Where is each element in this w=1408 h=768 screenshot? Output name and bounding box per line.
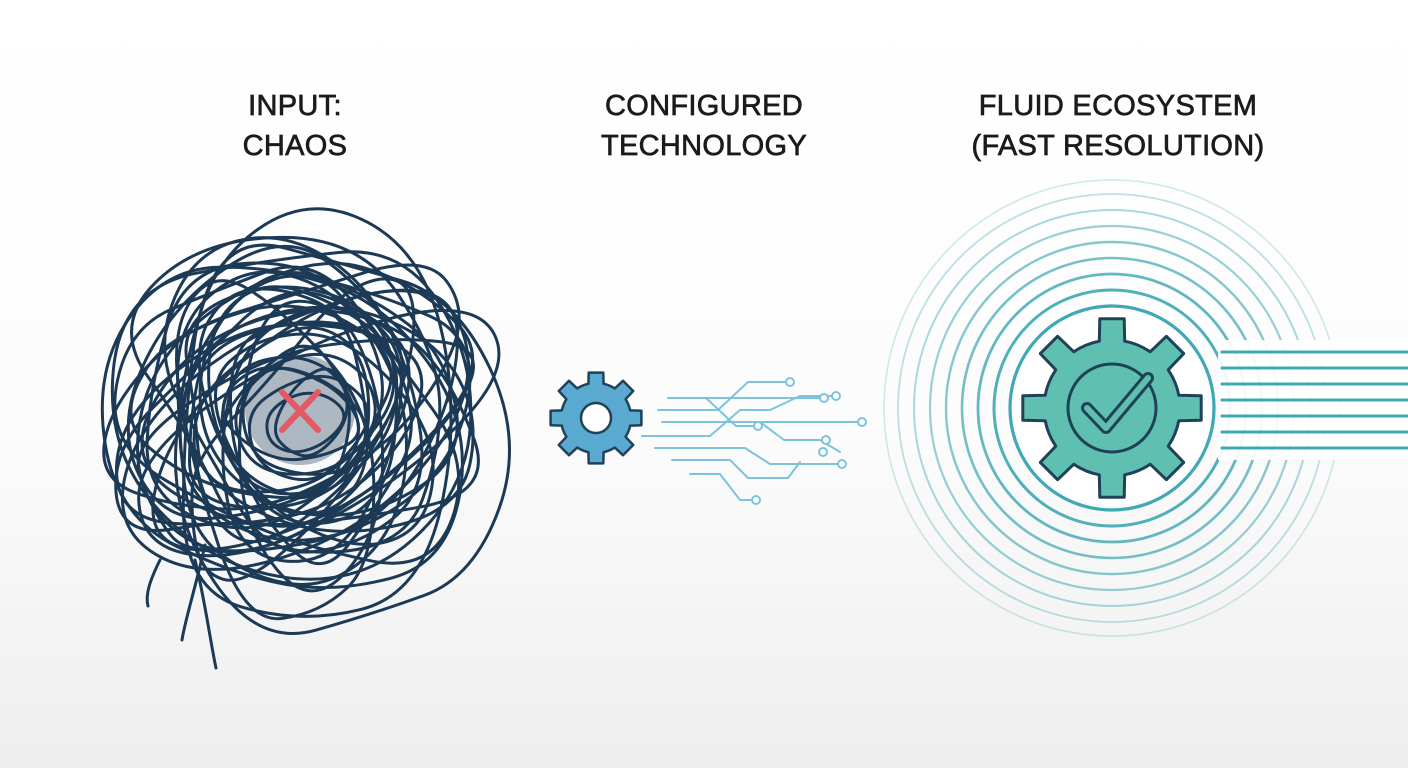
stage-title-fluid: FLUID ECOSYSTEM (FAST RESOLUTION)	[938, 86, 1298, 166]
tangle-strand	[114, 322, 424, 526]
tangle-loose-end	[193, 558, 218, 670]
tangle-loose-end	[145, 558, 162, 608]
circuit-trace	[671, 459, 801, 479]
circuit-lines-icon	[641, 377, 867, 505]
check-fill	[1084, 375, 1151, 431]
tangle-strand	[100, 265, 464, 590]
stage-title-input-line-1: INPUT:	[248, 90, 342, 123]
tangle-icon	[100, 207, 511, 670]
circuit-node	[753, 421, 763, 431]
error-x-stroke	[279, 389, 321, 433]
tangle-strand	[221, 306, 403, 563]
stage-title-fluid-line-1: FLUID ECOSYSTEM	[978, 90, 1258, 123]
resolution-ring	[1008, 304, 1216, 512]
stage-title-fluid-line-2: (FAST RESOLUTION)	[971, 130, 1265, 163]
stage-title-technology-line-1: CONFIGURED	[605, 90, 803, 123]
tangle-core-strand	[220, 355, 351, 497]
circuit-node	[821, 435, 831, 445]
circuit-trace	[689, 473, 753, 501]
tangle-strand	[182, 305, 475, 533]
tangle-strand	[181, 207, 453, 618]
check-icon	[1081, 372, 1154, 434]
circuit-node	[819, 393, 829, 403]
circuit-node	[785, 377, 795, 387]
circuit-node	[818, 447, 828, 457]
tangle-strand	[207, 285, 399, 525]
output-lines-icon	[1218, 340, 1408, 460]
circuit-trace	[705, 397, 761, 427]
stage-title-technology-line-2: TECHNOLOGY	[600, 130, 808, 163]
circuit-node	[857, 417, 867, 427]
circuit-trace	[759, 421, 841, 453]
tangle-strand	[110, 250, 473, 581]
circuit-trace	[654, 447, 839, 465]
tangle-strand	[126, 244, 404, 521]
circuit-trace	[641, 395, 833, 437]
tangle-core-strand	[241, 366, 368, 476]
tangle-strand	[163, 236, 424, 554]
tangle-loose-end	[180, 543, 207, 642]
stage-title-input-line-2: CHAOS	[242, 130, 348, 163]
tangle-strand	[176, 270, 408, 586]
tangle-strand	[136, 261, 475, 553]
teal-gear-icon	[1014, 310, 1210, 506]
circuit-node	[831, 391, 841, 401]
circuit-trace	[657, 381, 787, 411]
blue-gear-icon	[549, 371, 643, 465]
error-x-icon	[279, 389, 321, 433]
blue-gear-hole	[579, 401, 613, 435]
stage-title-technology: CONFIGURED TECHNOLOGY	[554, 86, 854, 166]
circuit-node	[837, 459, 847, 469]
circuit-node	[751, 495, 761, 505]
tangle-strand	[129, 304, 393, 500]
stage-title-input: INPUT: CHAOS	[145, 86, 445, 166]
tangle-strand	[190, 277, 416, 582]
